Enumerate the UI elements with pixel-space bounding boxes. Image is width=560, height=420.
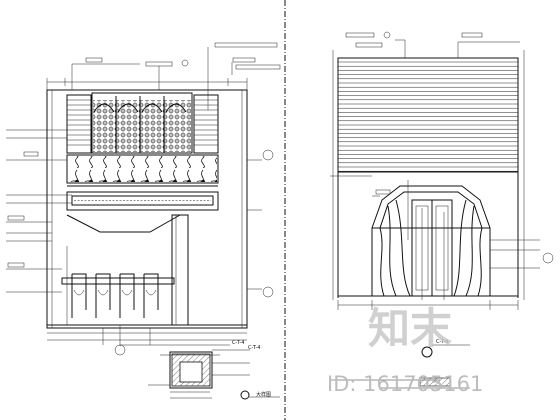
watermark-brand: 知末 xyxy=(368,304,452,353)
light-box-band xyxy=(66,191,219,211)
left-elevation-sheet-ref: C-T-4 xyxy=(232,340,244,346)
watermark-id: ID: 161705161 xyxy=(327,372,483,396)
arched-lattice-window xyxy=(91,92,193,154)
bar-stools xyxy=(71,273,159,318)
left-elevation: C-T-4 C-T-4 大样图 xyxy=(6,42,281,400)
shutter-left xyxy=(66,94,92,154)
horizontal-panels xyxy=(338,61,518,172)
right-section-callout: C-T-4 xyxy=(421,339,470,358)
detail-section: C-T-4 大样图 xyxy=(148,345,280,400)
carved-ornament-band xyxy=(66,154,219,187)
detail-scale-label: 大样图 xyxy=(256,391,271,398)
shutter-right xyxy=(193,94,219,154)
curtained-entrance xyxy=(338,185,518,297)
right-annotation-leaders xyxy=(330,31,554,310)
watermark: 知末 ID: 161705161 xyxy=(327,300,534,396)
right-elevation: C-T-4 xyxy=(330,31,554,389)
detail-ref-label: C-T-4 xyxy=(248,345,260,351)
left-annotation-leaders xyxy=(6,42,281,356)
detail-callout-circle xyxy=(240,390,250,400)
watermark-logo-mark xyxy=(486,300,534,330)
right-detail-section xyxy=(330,377,470,389)
bar-counter-area xyxy=(47,214,247,326)
right-elevation-sheet-ref: C-T-4 xyxy=(436,339,448,345)
